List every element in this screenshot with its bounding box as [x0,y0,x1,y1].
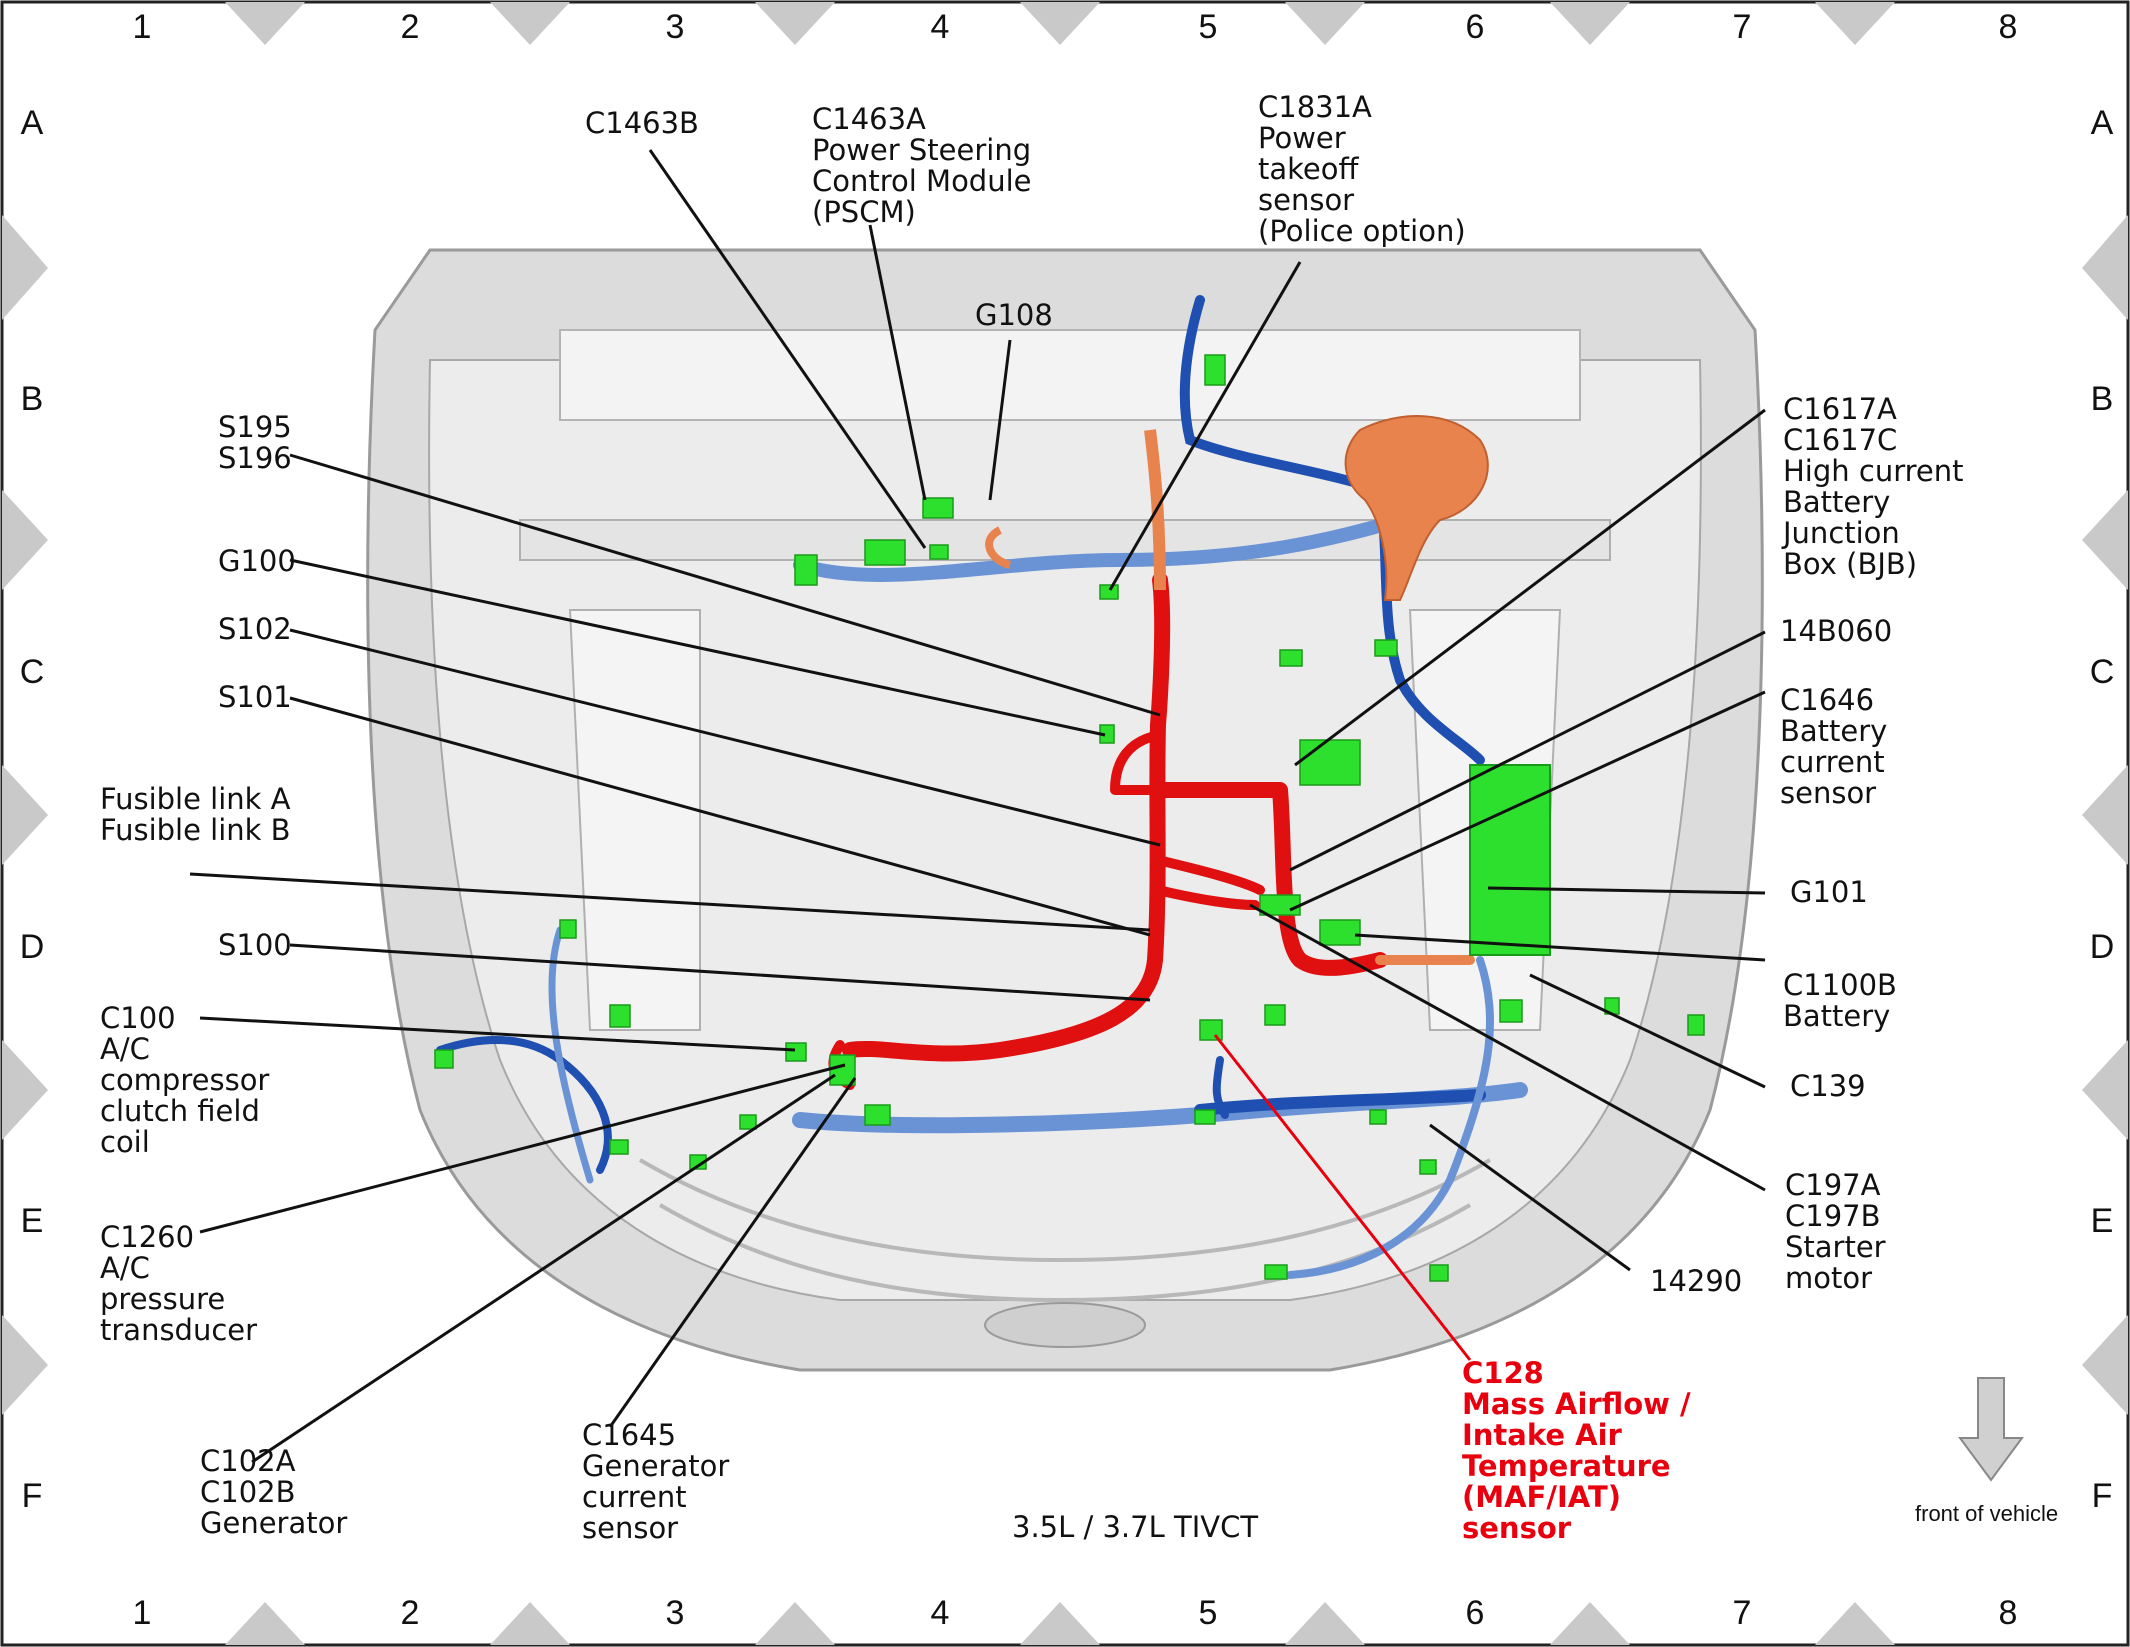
label-c1831a-power-takeoff: C1831A Power takeoff sensor (Police opti… [1258,90,1466,248]
label-c139: C139 [1790,1069,1866,1103]
label-s195-s196: S195 S196 [218,410,292,475]
grid-col-2-bottom: 2 [400,1594,420,1632]
label-s100: S100 [218,928,292,962]
grid-row-F-right: F [2091,1477,2113,1515]
front-arrow-icon [1958,1377,2024,1482]
label-c1463b: C1463B [585,106,699,140]
label-s101: S101 [218,680,292,714]
label-c197-starter: C197A C197B Starter motor [1785,1168,1886,1295]
label-s102: S102 [218,612,292,646]
grid-col-7-bottom: 7 [1732,1594,1752,1632]
label-c100-ac-compressor: C100 A/C compressor clutch field coil [100,1001,270,1159]
label-g100: G100 [218,544,296,578]
grid-row-D-right: D [2089,928,2115,966]
blue-harness [436,295,1528,1279]
orange-cable-b [985,526,1012,569]
grid-row-D-left: D [19,928,45,966]
label-g101: G101 [1790,875,1868,909]
label-14290: 14290 [1650,1264,1743,1298]
connectors [434,354,1705,1282]
label-fusible-links: Fusible link A Fusible link B [100,782,291,847]
grid-col-8-bottom: 8 [1998,1594,2018,1632]
grid-row-E-right: E [2090,1202,2114,1240]
orange-cable [1144,429,1166,591]
label-c1646-battery-sensor: C1646 Battery current sensor [1780,683,1888,810]
grid-row-C-left: C [19,653,45,691]
grid-col-6-top: 6 [1465,8,1485,46]
vehicle-body [366,248,1764,1372]
grid-row-A-right: A [2090,104,2114,142]
grid-col-1-bottom: 1 [132,1594,152,1632]
label-14b060: 14B060 [1780,614,1893,648]
grid-row-A-left: A [20,104,44,142]
grid-row-F-left: F [21,1477,43,1515]
grid-col-6-bottom: 6 [1465,1594,1485,1632]
c128-leader-line [1213,1034,1472,1361]
grid-col-5-bottom: 5 [1198,1594,1218,1632]
grid-row-E-left: E [20,1202,44,1240]
grid-col-1-top: 1 [132,8,152,46]
label-engine-variant: 3.5L / 3.7L TIVCT [1012,1510,1259,1544]
label-c1617-bjb: C1617A C1617C High current Battery Junct… [1783,392,1964,581]
label-c1100b-battery: C1100B Battery [1783,968,1897,1033]
label-c1260-ac-pressure: C1260 A/C pressure transducer [100,1220,258,1347]
label-g108: G108 [975,298,1053,332]
label-c102-generator: C102A C102B Generator [200,1444,348,1540]
leader-lines [189,149,1766,1464]
label-c1645-generator-sensor: C1645 Generator current sensor [582,1418,730,1545]
battery [1469,764,1551,956]
grid-col-7-top: 7 [1732,8,1752,46]
grid-col-8-top: 8 [1998,8,2018,46]
grid-col-3-top: 3 [665,8,685,46]
label-c1463a-pscm: C1463A Power Steering Control Module (PS… [812,102,1032,229]
label-front-of-vehicle: front of vehicle [1915,1501,2059,1526]
grid-row-B-right: B [2090,380,2114,418]
grid-col-2-top: 2 [400,8,420,46]
grid-col-4-bottom: 4 [930,1594,950,1632]
grid-col-5-top: 5 [1198,8,1218,46]
grid-col-3-bottom: 3 [665,1594,685,1632]
bjb-cover [1344,415,1489,601]
grid-row-C-right: C [2089,653,2115,691]
grid-row-B-left: B [20,380,44,418]
grid-col-4-top: 4 [930,8,950,46]
label-c128-maf-iat: C128 Mass Airflow / Intake Air Temperatu… [1462,1356,1691,1545]
